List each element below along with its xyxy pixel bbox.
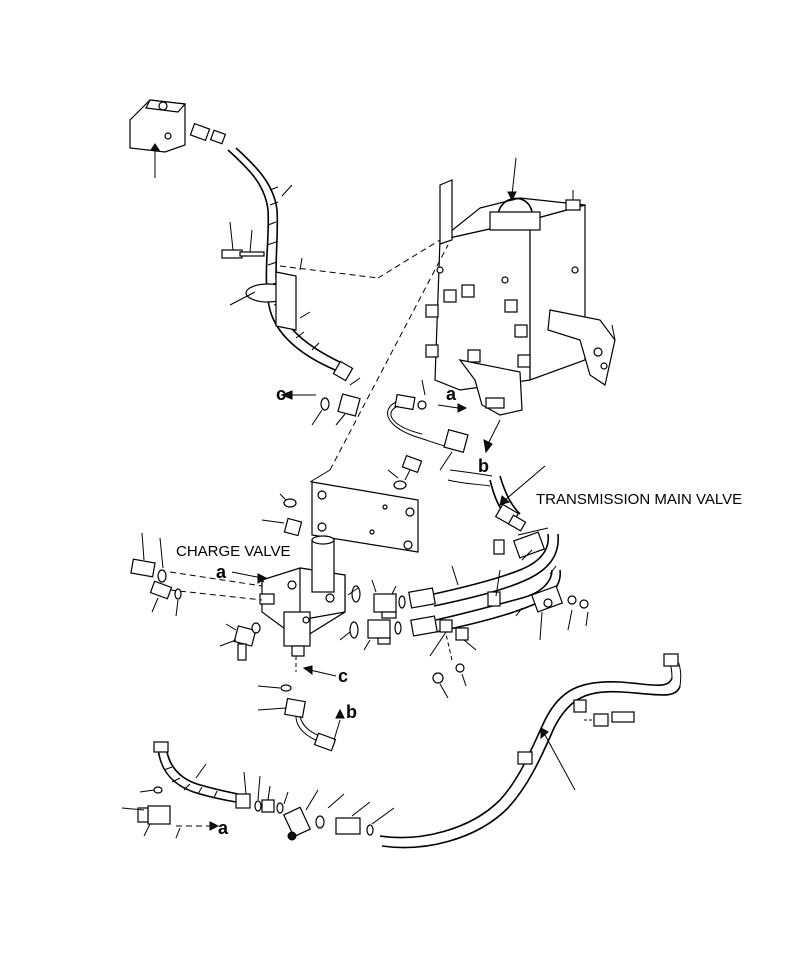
callout-a-valve: a (216, 562, 227, 582)
callout-b-lower: b (346, 702, 357, 722)
charge-valve-body (231, 535, 346, 657)
charge-valve-label: CHARGE VALVE (176, 543, 290, 560)
callout-c-upper: c (276, 384, 286, 404)
transmission-bracket (425, 157, 616, 416)
callout-a-upper: a (446, 384, 457, 404)
top-left-block (129, 99, 227, 178)
upper-hose (221, 147, 441, 382)
callout-a-lower: a (218, 818, 229, 838)
right-elbow-fittings (339, 579, 406, 651)
c-upper-fittings (280, 377, 361, 426)
lower-sensor (257, 656, 345, 752)
transmission-hoses (408, 465, 589, 699)
bottom-hose-assembly (121, 653, 682, 849)
upper-sensor (387, 379, 501, 471)
mounting-plate (261, 244, 449, 553)
transmission-main-valve-label: TRANSMISSION MAIN VALVE (536, 491, 742, 508)
callout-b-upper: b (478, 456, 489, 476)
callout-c-lower: c (338, 666, 348, 686)
left-fittings (130, 532, 263, 661)
